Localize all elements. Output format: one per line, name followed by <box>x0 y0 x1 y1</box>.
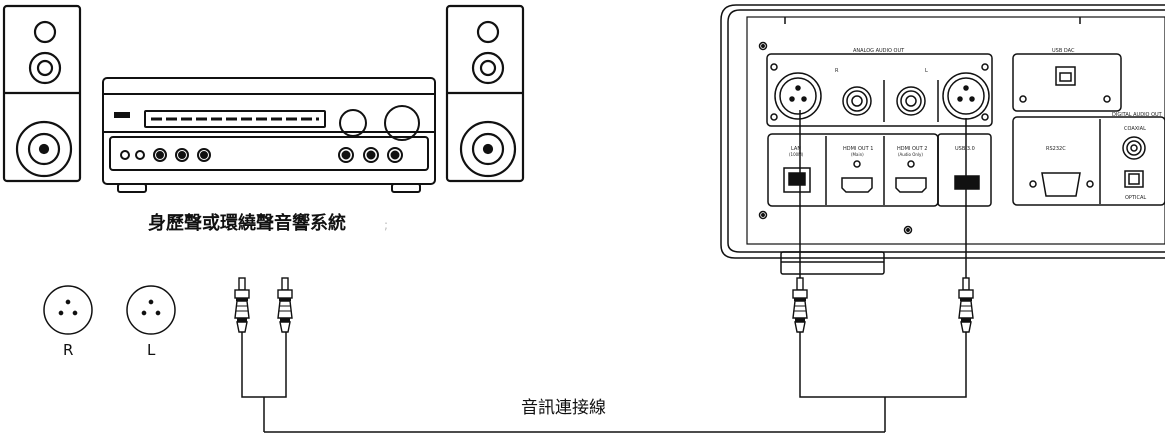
rca-plug-left-2-icon <box>277 277 293 333</box>
panel-hdmi1-sub-label: (Main) <box>851 152 864 157</box>
cable-label: 音訊連接線 <box>521 398 606 418</box>
av-receiver <box>102 77 436 193</box>
audio-cable <box>241 110 967 433</box>
panel-usb3-label: USB 3.0 <box>955 146 975 152</box>
panel-analog-r-label: R <box>835 68 839 74</box>
panel-analog-l-label: L <box>925 68 928 74</box>
cursor-mark: ; <box>384 218 388 232</box>
panel-hdmi2-label: HDMI OUT 2 <box>897 146 927 152</box>
xlr-jack-r-icon <box>43 285 93 335</box>
jack-l-label: L <box>147 341 156 359</box>
panel-digital-out-label: DIGITAL AUDIO OUT <box>1112 112 1163 118</box>
system-label: 身歷聲或環繞聲音響系統 <box>148 212 346 234</box>
panel-coaxial-label: COAXIAL <box>1124 126 1146 132</box>
jack-r-label: R <box>63 341 73 359</box>
panel-hdmi2-sub-label: (Audio Only) <box>898 152 923 157</box>
rca-plug-right-1-icon <box>792 277 808 333</box>
panel-hdmi1-label: HDMI OUT 1 <box>843 146 873 152</box>
player-rear-panel <box>720 4 1165 275</box>
panel-usb-dac-label: USB DAC <box>1052 48 1075 54</box>
right-speaker <box>445 4 525 183</box>
left-speaker <box>2 4 82 183</box>
panel-analog-out-label: ANALOG AUDIO OUT <box>853 48 905 54</box>
xlr-jack-l-icon <box>126 285 176 335</box>
panel-lan-sub-label: (100M) <box>789 152 804 157</box>
rca-plug-right-2-icon <box>958 277 974 333</box>
panel-lan-label: LAN <box>791 146 801 152</box>
panel-optical-label: OPTICAL <box>1125 195 1146 201</box>
panel-rs232-label: RS232C <box>1046 146 1066 152</box>
rca-plug-left-1-icon <box>234 277 250 333</box>
